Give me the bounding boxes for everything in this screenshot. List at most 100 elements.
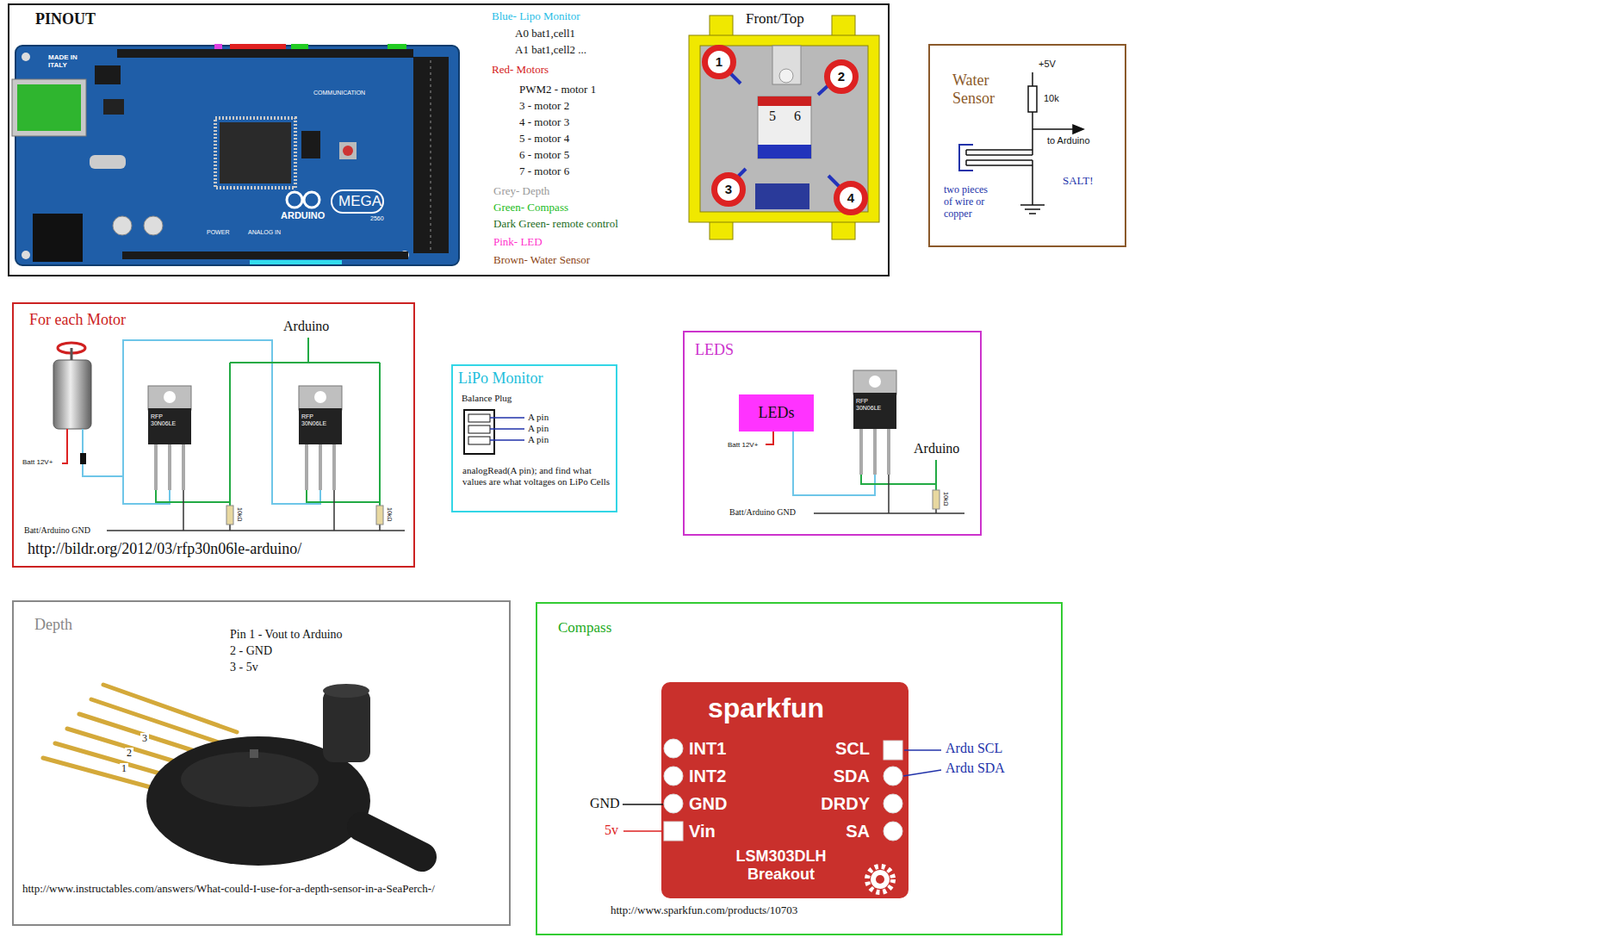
pin-note: 2 - GND xyxy=(229,644,273,658)
pressure-sensor xyxy=(322,683,370,698)
balance-plug xyxy=(489,417,525,441)
arduino-board xyxy=(291,43,309,50)
compass-breakout xyxy=(663,738,683,758)
balance-plug xyxy=(468,414,490,422)
signal-name: Ardu SDA xyxy=(945,760,1005,776)
rov-top-view xyxy=(688,15,880,240)
motor-panel: For each Motor xyxy=(12,302,416,568)
arduino-board xyxy=(301,130,321,159)
led-driver-circuit xyxy=(868,375,881,388)
water-sensor-schematic xyxy=(1031,72,1034,87)
compass-panel: Compass xyxy=(535,601,1063,936)
rov-top-view xyxy=(709,15,733,38)
motor-driver-circuit xyxy=(82,340,321,504)
compass-breakout xyxy=(904,749,942,751)
signal-name: Ardu SCL xyxy=(945,740,1003,757)
signal-name: Batt 12V+ xyxy=(727,440,758,449)
thruster-marker: 1 xyxy=(701,44,737,80)
depth-panel: Depth xyxy=(12,600,511,926)
board-marking: 2560 xyxy=(370,215,385,223)
water-sensor-schematic xyxy=(1031,111,1034,156)
led-strip-box: LEDs xyxy=(738,394,814,432)
pin-note: 7 - motor 6 xyxy=(519,165,570,179)
resistor-value: 10kΩ xyxy=(942,491,949,507)
arduino-board xyxy=(339,142,357,160)
led-driver-circuit xyxy=(765,370,965,514)
arduino-board xyxy=(387,43,407,50)
color-key: Green- Compass xyxy=(493,201,569,215)
color-key: Pink- LED xyxy=(493,235,543,249)
pressure-sensor xyxy=(180,751,319,807)
motor-driver-circuit xyxy=(226,505,234,525)
compass-breakout xyxy=(875,874,885,884)
motor-driver-circuit xyxy=(53,359,92,429)
pressure-sensor xyxy=(361,826,422,857)
pin-note: Pin 1 - Vout to Arduino xyxy=(229,627,343,642)
motor-driver-circuit xyxy=(148,385,192,410)
arduino-board xyxy=(94,65,121,85)
water-sensor-schematic xyxy=(1032,128,1075,131)
callout-number: 4 xyxy=(847,190,855,205)
arduino-board xyxy=(12,79,87,137)
color-key: Brown- Water Sensor xyxy=(493,254,590,267)
rov-top-view xyxy=(688,35,880,223)
pressure-sensor xyxy=(249,749,259,758)
callout-number: 2 xyxy=(837,68,845,84)
arduino-board xyxy=(229,43,286,50)
arduino-board xyxy=(286,192,303,208)
callout-number: 3 xyxy=(725,181,732,197)
board-marking: ANALOG IN xyxy=(248,229,281,236)
pin-note: 3 - motor 2 xyxy=(519,99,570,113)
motor-driver-circuit xyxy=(148,408,192,445)
arduino-board xyxy=(15,45,459,266)
board-marking: MADE IN ITALY xyxy=(48,53,85,69)
compass-breakout xyxy=(623,830,664,832)
arduino-board xyxy=(17,84,81,131)
pin-name: SDA xyxy=(833,766,870,787)
led-driver-circuit xyxy=(765,429,774,445)
pin-note: A1 bat1,cell2 ... xyxy=(514,43,587,57)
signal-name: Batt/Arduino GND xyxy=(729,507,796,518)
led-driver-circuit xyxy=(853,370,897,395)
arduino-board xyxy=(303,192,320,208)
led-driver-circuit xyxy=(813,474,965,514)
arduino-board xyxy=(103,99,125,115)
motor-driver-circuit xyxy=(298,385,342,410)
motor-driver-circuit xyxy=(163,390,176,404)
water-sensor-schematic xyxy=(1024,208,1041,211)
arduino-board xyxy=(143,216,163,236)
compass-breakout xyxy=(663,793,683,813)
thruster-marker: 3 xyxy=(711,172,746,207)
board-marking: COMMUNICATION xyxy=(313,89,366,97)
compass-breakout xyxy=(883,793,903,813)
url: http://www.instructables.com/answers/Wha… xyxy=(22,882,435,896)
part-marking: RFP 30N06LE xyxy=(855,397,894,412)
balance-plug xyxy=(468,436,490,445)
board-marking: MEGA xyxy=(338,192,382,211)
pin-name: SA xyxy=(845,821,870,842)
water-sensor-schematic xyxy=(959,144,974,171)
motor-driver-circuit xyxy=(314,390,327,404)
motor-driver-circuit xyxy=(106,489,405,531)
url: http://bildr.org/2012/03/rfp30n06le-ardu… xyxy=(27,539,302,559)
motor-driver-circuit xyxy=(53,337,405,531)
motor-driver-circuit xyxy=(123,476,170,504)
callout-number: 5 xyxy=(767,108,778,125)
water-sensor-schematic xyxy=(965,160,968,166)
water-sensor-schematic xyxy=(965,149,968,156)
rov-top-view xyxy=(772,45,801,85)
water-sensor-schematic xyxy=(1031,160,1034,205)
motor-driver-circuit xyxy=(70,347,74,360)
led-driver-circuit xyxy=(873,428,877,475)
rov-top-view xyxy=(757,144,812,159)
panel-title: For each Motor xyxy=(29,310,126,329)
compass-breakout xyxy=(661,682,909,899)
leds-panel: LEDSLEDs xyxy=(682,330,982,536)
color-key: Grey- Depth xyxy=(493,185,550,199)
arduino-board xyxy=(429,60,432,250)
pin-name: DRDY xyxy=(820,793,870,814)
motor-driver-circuit xyxy=(298,408,342,445)
